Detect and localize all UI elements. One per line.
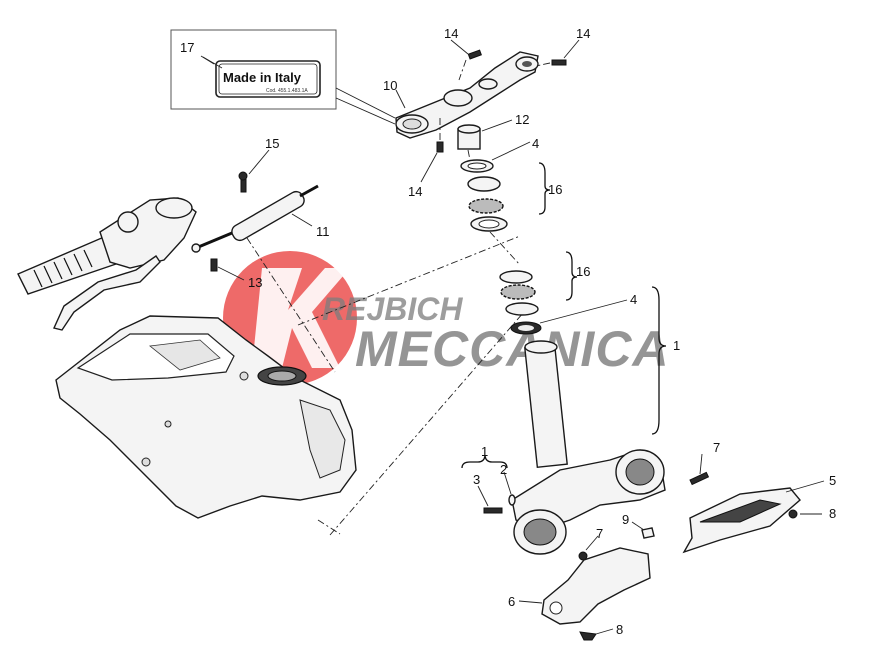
nut-7-lower xyxy=(578,551,588,561)
callout-12: 12 xyxy=(515,112,529,127)
callout-17: 17 xyxy=(180,40,194,55)
callout-15: 15 xyxy=(265,136,279,151)
upper-bearing-stack xyxy=(457,124,508,232)
label-detail-inset: Made in Italy Cod. 455.1.483.1A xyxy=(170,29,396,125)
callout-5: 5 xyxy=(829,473,836,488)
lower-triple-clamp xyxy=(511,340,666,555)
upper-triple-clamp xyxy=(395,51,539,139)
callout-4-lower: 4 xyxy=(630,292,637,307)
callout-9: 9 xyxy=(622,512,629,527)
screw-8-bottom xyxy=(579,631,597,641)
callout-14-bottom: 14 xyxy=(408,184,422,199)
steering-damper xyxy=(191,184,319,253)
screw-8-right xyxy=(788,509,798,519)
callout-3: 3 xyxy=(473,472,480,487)
washer-2 xyxy=(508,494,516,506)
tag-code: Cod. 455.1.483.1A xyxy=(266,88,308,94)
brace-16-upper xyxy=(538,162,551,215)
made-in-italy-tag: Made in Italy xyxy=(223,70,302,85)
ref-line-upper xyxy=(297,235,521,326)
callout-1-main: 1 xyxy=(673,338,680,353)
callout-6: 6 xyxy=(508,594,515,609)
brace-1-small xyxy=(461,455,508,469)
callout-2: 2 xyxy=(500,462,507,477)
bolt-3 xyxy=(483,507,503,514)
callout-14-top-left: 14 xyxy=(444,26,458,41)
callout-1-small: 1 xyxy=(481,444,488,459)
clamp-bolt-right xyxy=(535,59,567,67)
leader-lines xyxy=(200,39,825,635)
callout-10: 10 xyxy=(383,78,397,93)
callout-4-upper: 4 xyxy=(532,136,539,151)
lower-bearing-stack xyxy=(499,270,542,335)
damper-bolt-13 xyxy=(210,258,218,272)
main-frame xyxy=(55,315,357,519)
brace-16-lower xyxy=(565,251,578,301)
callout-labels: 17 10 14 14 14 12 4 16 15 11 13 16 4 1 1… xyxy=(180,26,836,637)
watermark-logo: REJBICH MECCANICA xyxy=(223,251,669,385)
callout-8-bottom: 8 xyxy=(616,622,623,637)
callout-16-upper: 16 xyxy=(548,182,562,197)
callout-11: 11 xyxy=(316,224,330,239)
bracket-6 xyxy=(541,547,651,625)
bolt-7-upper xyxy=(689,471,710,486)
clip-9 xyxy=(641,527,655,539)
damper-bolt-15 xyxy=(238,171,248,193)
brace-1-main xyxy=(651,286,667,435)
callout-14-top-right: 14 xyxy=(576,26,590,41)
callout-8-right: 8 xyxy=(829,506,836,521)
clamp-bolt-left xyxy=(458,49,482,81)
callout-16-lower: 16 xyxy=(576,264,590,279)
cover-5 xyxy=(682,487,801,554)
callout-7-lower: 7 xyxy=(596,526,603,541)
callout-13: 13 xyxy=(248,275,262,290)
watermark-line1: REJBICH xyxy=(322,291,463,327)
clamp-bolt-bottom xyxy=(436,118,444,153)
callout-7-upper: 7 xyxy=(713,440,720,455)
brake-master-cylinder xyxy=(17,197,197,331)
ref-line-lower xyxy=(329,304,531,536)
